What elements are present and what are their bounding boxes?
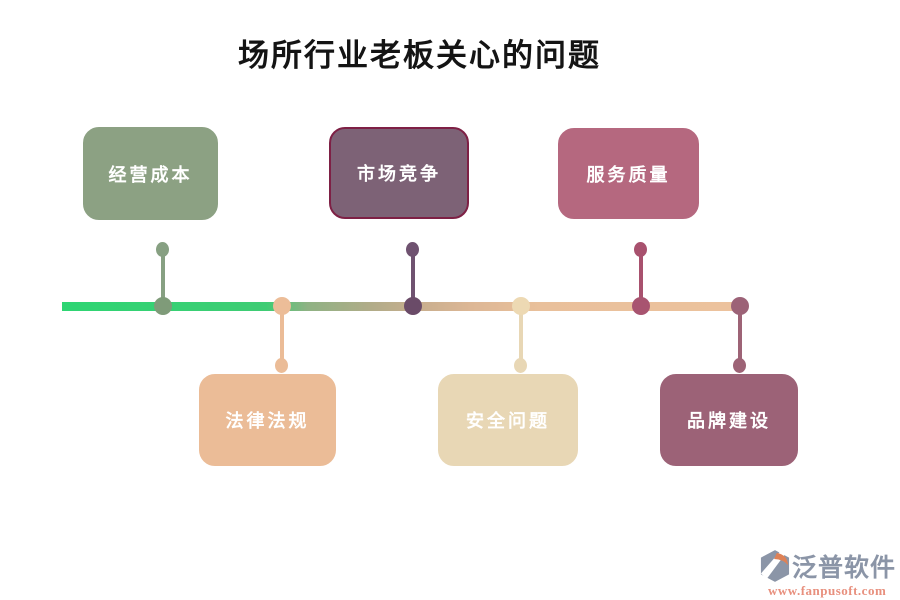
timeline-node-dot: [512, 297, 530, 315]
brand-name: 泛普软件: [791, 555, 896, 582]
topic-label: 经营成本: [108, 164, 193, 185]
connector-dot: [156, 242, 169, 257]
connector-dot: [634, 242, 647, 257]
connector-dot: [733, 358, 746, 373]
topic-label: 品牌建设: [687, 411, 771, 431]
topic-label: 安全问题: [466, 411, 550, 431]
topic-box: 品牌建设: [660, 374, 798, 466]
connector-stem: [411, 249, 415, 306]
topic-label: 市场竞争: [357, 164, 441, 184]
topic-box: 市场竞争: [329, 127, 469, 219]
topic-box: 安全问题: [438, 374, 578, 466]
timeline-node-dot: [731, 297, 749, 315]
brand-row: 泛普软件: [760, 548, 896, 584]
connector-stem: [738, 306, 742, 365]
fanpu-logo-icon: [760, 550, 790, 582]
connector-stem: [280, 306, 284, 365]
brand-watermark: 泛普软件 www.fanpusoft.com: [760, 548, 896, 599]
timeline-bar: [62, 302, 744, 311]
timeline-node-dot: [404, 297, 422, 315]
brand-url: www.fanpusoft.com: [768, 583, 887, 598]
topic-box: 服务质量: [558, 128, 699, 219]
timeline-node-dot: [273, 297, 291, 315]
connector-dot: [406, 242, 419, 257]
topic-label: 服务质量: [586, 164, 671, 185]
topic-label: 法律法规: [225, 411, 310, 431]
connector-dot: [514, 358, 527, 373]
topic-box: 经营成本: [83, 127, 218, 220]
timeline-node-dot: [154, 297, 172, 315]
connector-stem: [519, 306, 523, 365]
topic-box: 法律法规: [199, 374, 336, 466]
connector-stem: [161, 249, 165, 306]
connector-stem: [639, 249, 643, 306]
connector-dot: [275, 358, 288, 373]
timeline-node-dot: [632, 297, 650, 315]
page-title: 场所行业老板关心的问题: [238, 38, 601, 73]
